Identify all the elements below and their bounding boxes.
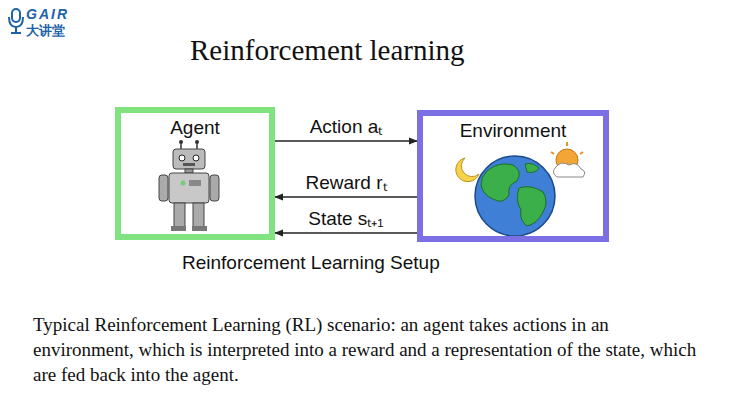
agent-box: Agent: [115, 107, 275, 240]
environment-box: Environment: [417, 110, 609, 242]
edge-label: State sₜ₊₁: [306, 205, 386, 231]
node-title: Environment: [423, 120, 603, 142]
logo-text: 大讲堂: [26, 22, 65, 40]
logo-text: GAIR: [26, 6, 69, 22]
description-paragraph: Typical Reinforcement Learning (RL) scen…: [33, 312, 713, 387]
arrow-connector: [275, 140, 417, 142]
edge-label: Action aₜ: [308, 113, 385, 139]
node-title: Agent: [121, 117, 269, 139]
title: Reinforcement learning: [190, 34, 465, 67]
logo-mic: [9, 9, 23, 33]
edge-label: Reward rₜ: [303, 169, 388, 195]
arrow-connector: [275, 196, 417, 198]
arrow-connector: [275, 232, 417, 234]
diagram-caption: Reinforcement Learning Setup: [182, 252, 440, 274]
